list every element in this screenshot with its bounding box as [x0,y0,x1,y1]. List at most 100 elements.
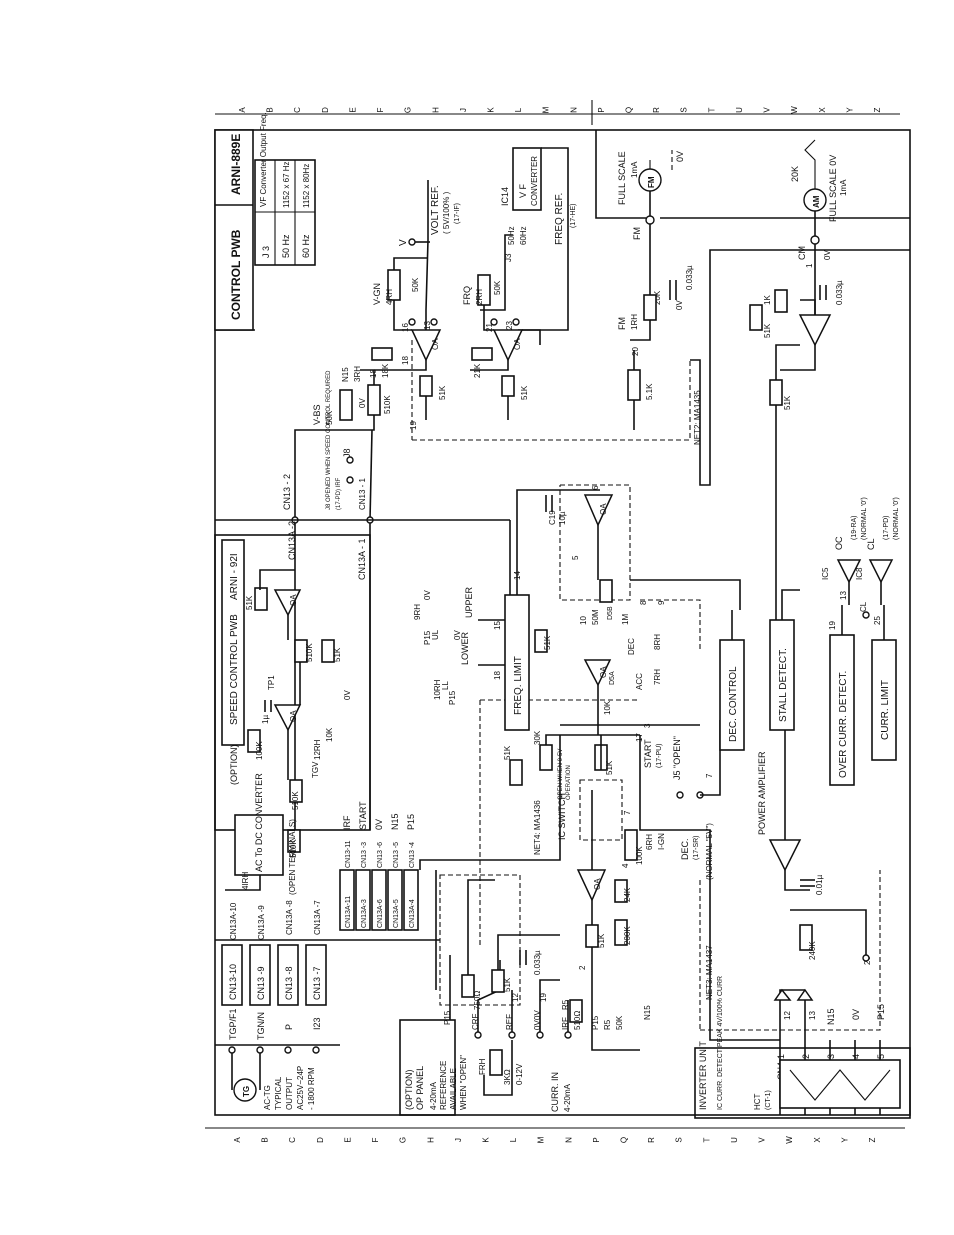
op-irf: IRF [561,1017,570,1030]
v-bias-stage: V-BS 50K N15 3RH 0V 510K 19 18 [294,340,691,520]
tgv-speed: TGV [311,761,320,778]
fm-meter-current: 1mA [630,161,639,178]
bottom-letter-q: Q [620,1137,629,1143]
cn4-sig-4: P15 [876,1004,886,1020]
fm-output-stage: 5.1K 20 FM 1RH 20K 0.033µ 0V NET2: MA143… [617,249,910,486]
ribbon-a-3: CN13A-5 [393,899,400,928]
ribbon-0: CN13-11 [345,840,352,868]
fm-meter: FM FULL SCALE 1mA 0V FM [595,130,910,341]
j3-row0-c1: 1152 x 67 Hz [282,161,291,208]
top-letter-e: E [348,107,357,112]
net4-label: NET4: MA1436 [533,800,542,855]
r-5-1k: 5.1K [645,383,654,400]
input-network: OPEN WHEN 0-5V OPERATION 750Ω 51K P15 0.… [439,749,583,1030]
op-pin2: 2 [578,965,587,970]
j3-row0-c0: 50 Hz [281,234,291,258]
tg-generator: TG AC-TG TYPICAL OUTPUT AC25V−24P - 1800… [233,1066,316,1110]
r-1m: 1M [621,614,630,625]
oa-center: OA [593,878,602,890]
hct: HCT [753,1093,762,1110]
pot-vbs-val: 50K [325,410,334,425]
j8-note2: (17-PD) IRF [336,477,342,510]
dec-sr-sub: (17-SR) [693,835,700,860]
ribbon-1: CN13 -3 [361,842,368,868]
op-panel-title: (OPTION) [404,1070,414,1111]
over-curr: OVER CURR. DETECT. [838,671,849,778]
freq-gain-stage: OA 51K 21K 21 23 FRQ 2RH 50K [462,274,541,420]
tg-note4: AC25V−24P [296,1066,305,1110]
volt-ref-v: V [398,239,409,246]
ribbon-a-1: CN13A-3 [361,899,368,928]
dec-control: DEC. CONTROL [728,666,739,742]
stall-detect: STALL DETECT. [778,648,789,722]
r-30k: 30K [533,730,542,745]
pot-vbs-rh: 3RH [353,366,362,382]
r-510k-top: 510K [383,395,392,414]
upper: UPPER [464,586,474,618]
pin-13-cn4: 13 [808,1011,817,1020]
oa-speed-1: OA [289,594,298,606]
freq-limit: FREQ. LIMIT [513,656,524,715]
cn13a-1: CN13A - 1 [357,538,367,580]
p15-ul: P15 [423,630,432,645]
rh12: 12RH [313,739,322,760]
cn13-left-3: I23 [312,1017,322,1030]
inverter-unit-label: INVERTER UNIT [698,1041,708,1110]
bottom-letter-h: H [426,1137,435,1143]
top-letter-t: T [707,107,716,112]
ribbon-sig-0: IRF [342,815,352,830]
r-1k: 1K [763,295,772,305]
volt-ref-code: (17-IF) [454,203,461,224]
lower: LOWER [460,631,470,665]
rh12-val: 10K [325,727,334,742]
pot-frq-label: FRQ [462,286,472,305]
top-letter-s: S [680,107,689,112]
cn13-2: CN13 - 2 [282,474,292,510]
pot-vbs-label: V-BS [312,404,322,425]
ign-rh: 6RH [645,834,654,850]
rh5: R5 [603,1019,612,1030]
r-51k-am2: 51K [783,395,792,410]
cn13-ribbon: CN13A-11 CN13A-3 CN13A-6 CN13A-5 CN13A-4… [339,801,419,931]
bottom-letter-x: X [813,1137,822,1143]
r5k-center: 50K [615,1015,624,1030]
pin-7-center: 7 [623,810,632,815]
op-crf: CRF [471,1013,480,1030]
acc-label: ACC [635,673,644,690]
r-100k-center: 100K [635,846,644,865]
top-letter-g: G [404,107,413,113]
top-letter-u: U [735,107,744,113]
j3-header-1: VF Converter Output Freq. [259,112,268,207]
op-curr-range: 4-20mA [563,1083,572,1112]
cn13-mid-left-0: 4IRH [241,872,250,890]
top-letter-v: V [763,107,772,113]
am-meter-symbol: AM [812,195,821,208]
d5a: D5A [609,671,616,685]
pin-4: 4 [621,863,630,868]
d5b: D5B [607,606,614,620]
op-range: 0-12V [515,1063,524,1085]
pot-frq-val: 50K [493,280,502,295]
pin-13: 13 [423,321,432,330]
ribbon-a-2: CN13A-6 [377,899,384,928]
r-21k: 21K [473,363,482,378]
top-letter-c: C [293,107,302,113]
pot-vbs-n15: N15 [341,367,350,382]
r-51k-center2: 51K [605,760,614,775]
dec-label: DEC [627,638,636,655]
bottom-letter-n: N [564,1137,573,1143]
ll: LL [441,681,450,690]
cn13-conn-1: CN13 -9 [256,966,266,1000]
r-51k-b: 51K [520,385,529,400]
ribbon-sig-1: START [358,801,368,830]
bottom-letter-m: M [537,1136,546,1143]
ribbon-2: CN13 -6 [377,842,384,868]
cn13-1: CN13 - 1 [358,477,367,510]
top-letter-k: K [486,107,495,113]
top-letter-w: W [790,106,799,114]
fm-meter-symbol: FM [647,176,656,188]
top-letter-f: F [376,107,385,112]
op-panel-line1: 4-20mA [429,1081,438,1110]
ov-in: 0V [533,1010,542,1020]
